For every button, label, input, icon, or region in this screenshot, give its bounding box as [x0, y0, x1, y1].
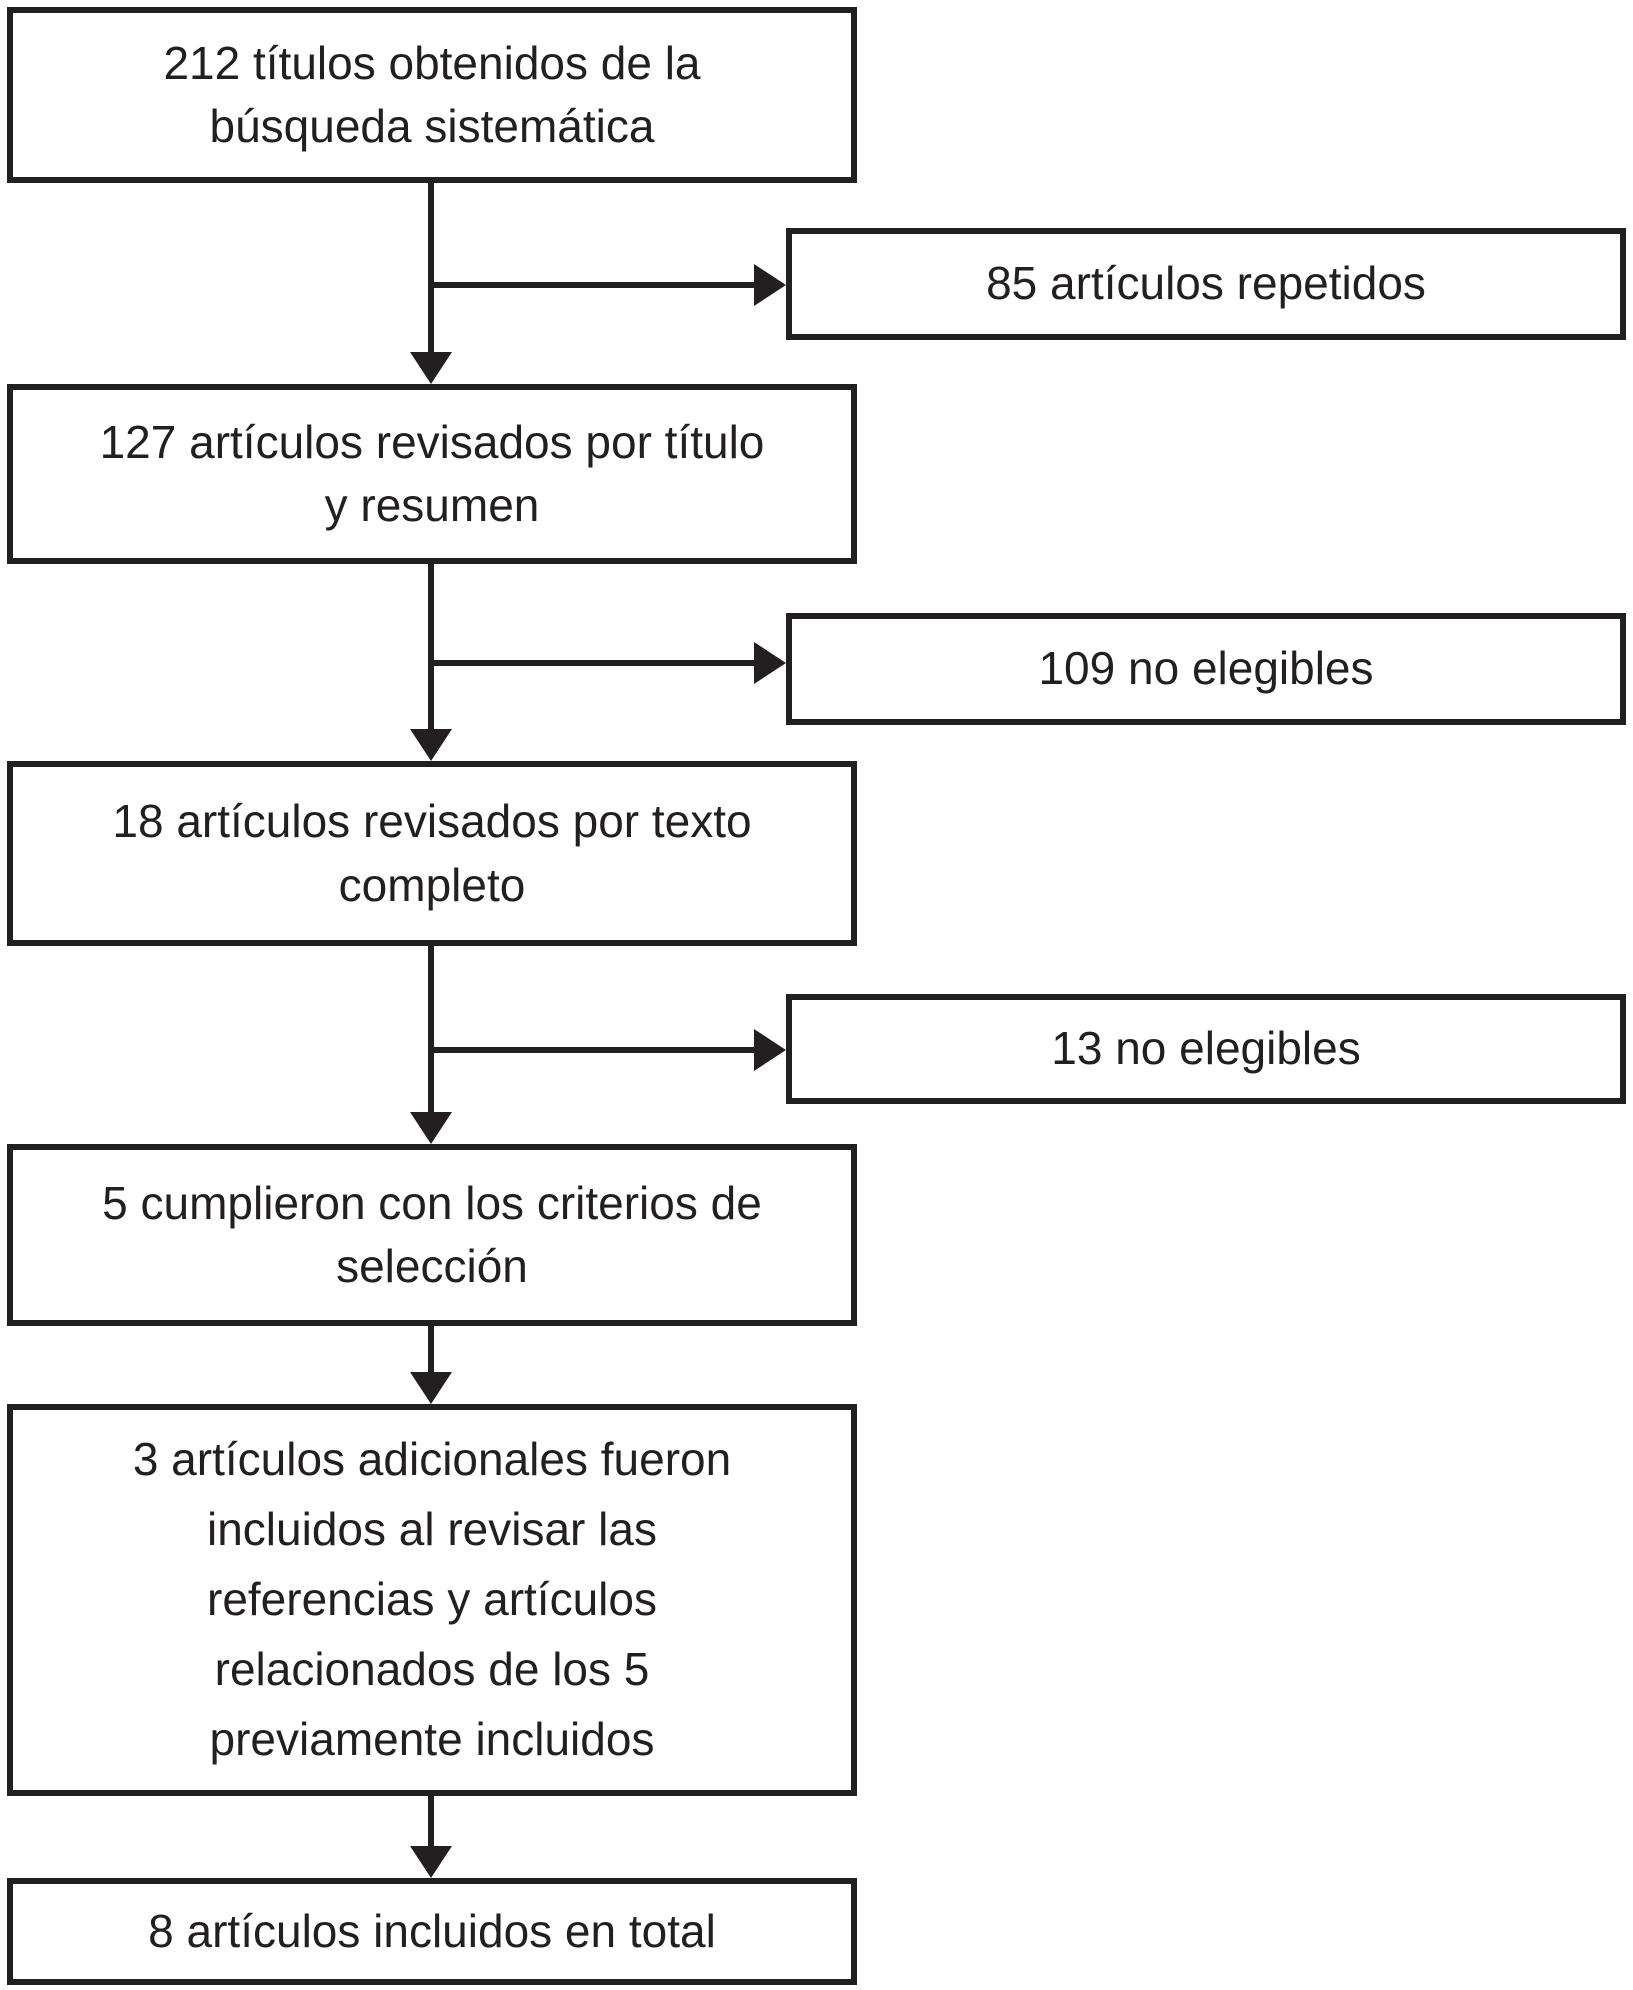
- side-box-repeated-articles: 85 artículos repetidos: [786, 228, 1626, 340]
- down-arrow-head-icon-4: [410, 1372, 452, 1404]
- right-arrow-head-icon-3: [754, 1029, 786, 1071]
- down-arrow-line-4: [428, 1326, 434, 1374]
- side-box-non-eligible-13: 13 no elegibles: [786, 994, 1626, 1104]
- branch-arrow-line-2: [428, 660, 754, 666]
- flow-box-fulltext-review: 18 artículos revisados por texto complet…: [7, 761, 857, 946]
- down-arrow-head-icon-3: [410, 1112, 452, 1144]
- down-arrow-line-3: [428, 946, 434, 1112]
- down-arrow-line-1: [428, 183, 434, 353]
- flow-box-total-included: 8 artículos incluidos en total: [7, 1878, 857, 1985]
- flow-box-title-abstract-review: 127 artículos revisados por título y res…: [7, 384, 857, 564]
- branch-arrow-line-1: [428, 282, 754, 288]
- down-arrow-line-2: [428, 564, 434, 730]
- side-box-non-eligible-109: 109 no elegibles: [786, 613, 1626, 725]
- down-arrow-line-5: [428, 1796, 434, 1848]
- flow-box-additional-articles: 3 artículos adicionales fueron incluidos…: [7, 1404, 857, 1796]
- down-arrow-head-icon-2: [410, 729, 452, 761]
- right-arrow-head-icon-1: [754, 264, 786, 306]
- down-arrow-head-icon-1: [410, 352, 452, 384]
- down-arrow-head-icon-5: [410, 1846, 452, 1878]
- flow-box-met-criteria: 5 cumplieron con los criterios de selecc…: [7, 1144, 857, 1326]
- flow-box-search-results: 212 títulos obtenidos de la búsqueda sis…: [7, 7, 857, 183]
- right-arrow-head-icon-2: [754, 642, 786, 684]
- branch-arrow-line-3: [428, 1047, 754, 1053]
